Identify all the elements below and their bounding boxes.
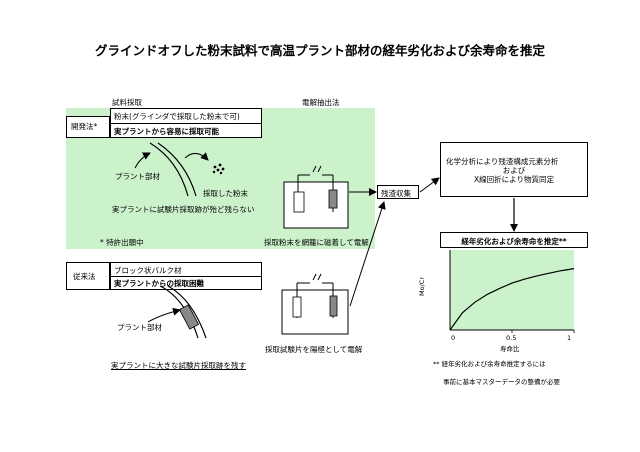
conventional-sample-type: ブロック状バルク材 [114,266,182,275]
analysis-box: 化学分析により残渣構成元素分析 および X線回折により物質同定 [440,142,588,197]
extraction-header: 電解抽出法 [302,98,340,107]
conventional-sample-feature: 実プラントからの採取困難 [114,279,204,288]
patent-note: * 特許出願中 [100,238,144,247]
conventional-method-label-box: 従来法 [66,262,110,290]
chart-series-line-0 [449,268,575,331]
footnote-line1: ** 経年劣化および余寿命推定するには [433,360,546,368]
flow-arrows [349,177,518,307]
residue-collection-label: 残渣収集 [381,189,411,198]
conventional-sample-box: ブロック状バルク材 実プラントからの採取困難 [110,262,262,290]
developed-plant-member-drawing [134,142,197,197]
developed-sample-feature: 実プラントから容易に採取可能 [114,127,219,136]
developed-method-label-box: 開発法* [66,116,110,138]
grinding-arrow [184,152,209,161]
conventional-plant-member-label: プラント部材 [117,323,162,332]
conventional-electrolysis-cell [281,273,349,335]
page-title: グラインドオフした粉末試料で高温プラント部材の経年劣化および余寿命を推定 [94,43,545,58]
chart-xtick-1: 0.5 [506,334,517,342]
conventional-method-label: 従来法 [73,272,96,281]
residue-collection-box: 残渣収集 [377,185,419,199]
developed-sample-box: 粉末(グラインダで採取した粉末で可) 実プラントから容易に採取可能 [110,108,262,138]
developed-electrolysis-cell [283,165,349,229]
estimate-box: 経年劣化および余寿命を推定** [440,232,588,248]
developed-plant-member-label: プラント部材 [115,172,160,181]
divider [111,123,261,124]
chart-xlabel: 寿命比 [500,345,520,353]
analysis-line2: および [502,166,526,175]
analysis-line3: X線回折により物質同定 [474,175,554,184]
developed-sample-type: 粉末(グラインダで採取した粉末で可) [114,112,240,121]
mo-cr-vs-life-ratio-chart [449,250,575,333]
analysis-line1: 化学分析により残渣構成元素分析 [446,157,559,166]
footnote-line2: 事前に基本マスターデータの整備が必要 [443,378,560,386]
sampling-header: 試料採取 [112,98,142,107]
developed-trace-note: 実プラントに試験片採取跡が殆ど残らない [112,205,255,214]
chart-plot-background [450,250,574,330]
developed-method-label: 開発法* [71,122,98,131]
developed-process-label: 採取粉末を網籠に磁着して電解 [264,238,369,247]
chart-xtick-0: 0 [451,334,456,342]
estimate-label: 経年劣化および余寿命を推定** [461,237,567,246]
powder-icon [212,163,225,175]
collected-powder-label: 採取した粉末 [203,189,248,198]
conventional-plant-member-drawing [147,285,207,339]
conventional-trace-note: 実プラントに大きな試験片採取跡を残す [111,361,246,370]
divider [111,276,261,277]
conventional-process-label: 採取試験片を陽極として電解 [265,345,363,354]
chart-xtick-2: 1 [567,334,572,342]
